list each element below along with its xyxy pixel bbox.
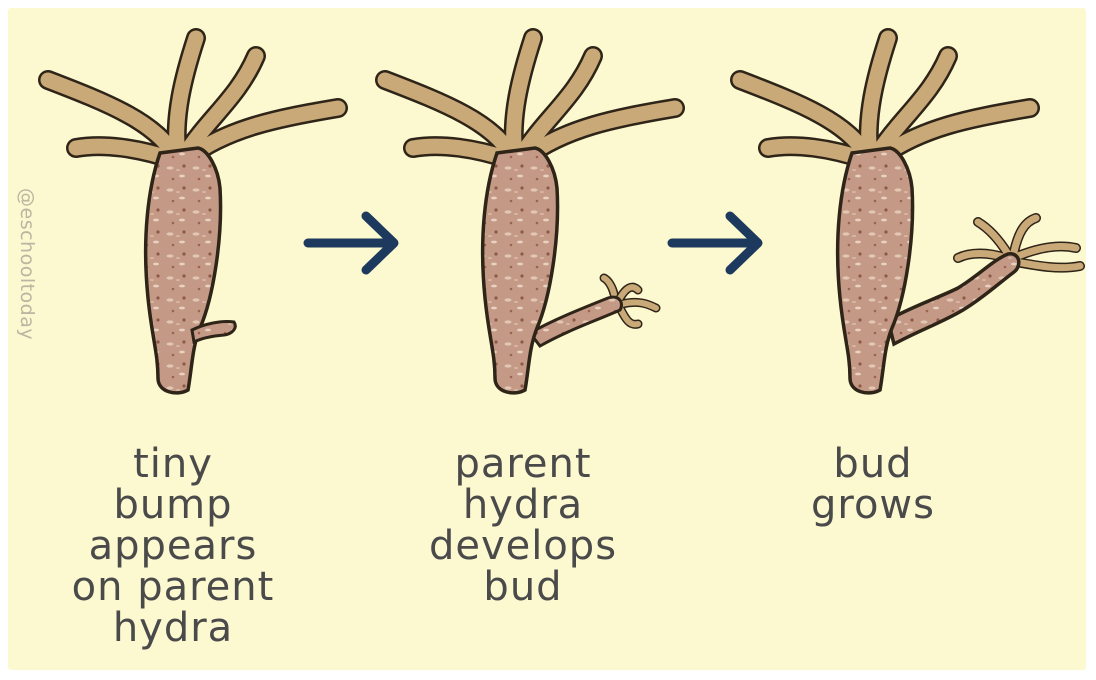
caption-line: hydra [378, 485, 668, 526]
hydra-1-body [146, 148, 221, 393]
caption-line: on parent [28, 567, 318, 608]
hydra-stage-3 [740, 38, 1080, 393]
arrow-icon [672, 216, 758, 270]
caption-line: bud [378, 567, 668, 608]
caption-stage-2: parent hydra develops bud [378, 444, 668, 608]
hydra-2-tentacles [385, 38, 675, 160]
caption-stage-1: tiny bump appears on parent hydra [28, 444, 318, 649]
caption-line: bump [28, 485, 318, 526]
hydra-3-body [838, 148, 913, 393]
hydra-stage-1 [48, 38, 338, 393]
caption-stage-3: bud grows [728, 444, 1018, 526]
caption-line: appears [28, 526, 318, 567]
hydra-1-tentacles [48, 38, 338, 160]
caption-line: parent [378, 444, 668, 485]
caption-line: hydra [28, 608, 318, 649]
hydra-2-body [483, 148, 558, 393]
hydra-stage-2 [385, 38, 675, 393]
watermark: @eschooltoday [14, 188, 38, 398]
caption-line: grows [728, 485, 1018, 526]
caption-line: bud [728, 444, 1018, 485]
caption-line: tiny [28, 444, 318, 485]
hydra-3-tentacles [740, 38, 1030, 160]
caption-line: develops [378, 526, 668, 567]
arrow-icon [308, 216, 394, 270]
diagram-panel: @eschooltoday tiny bump appears on paren… [8, 8, 1086, 670]
